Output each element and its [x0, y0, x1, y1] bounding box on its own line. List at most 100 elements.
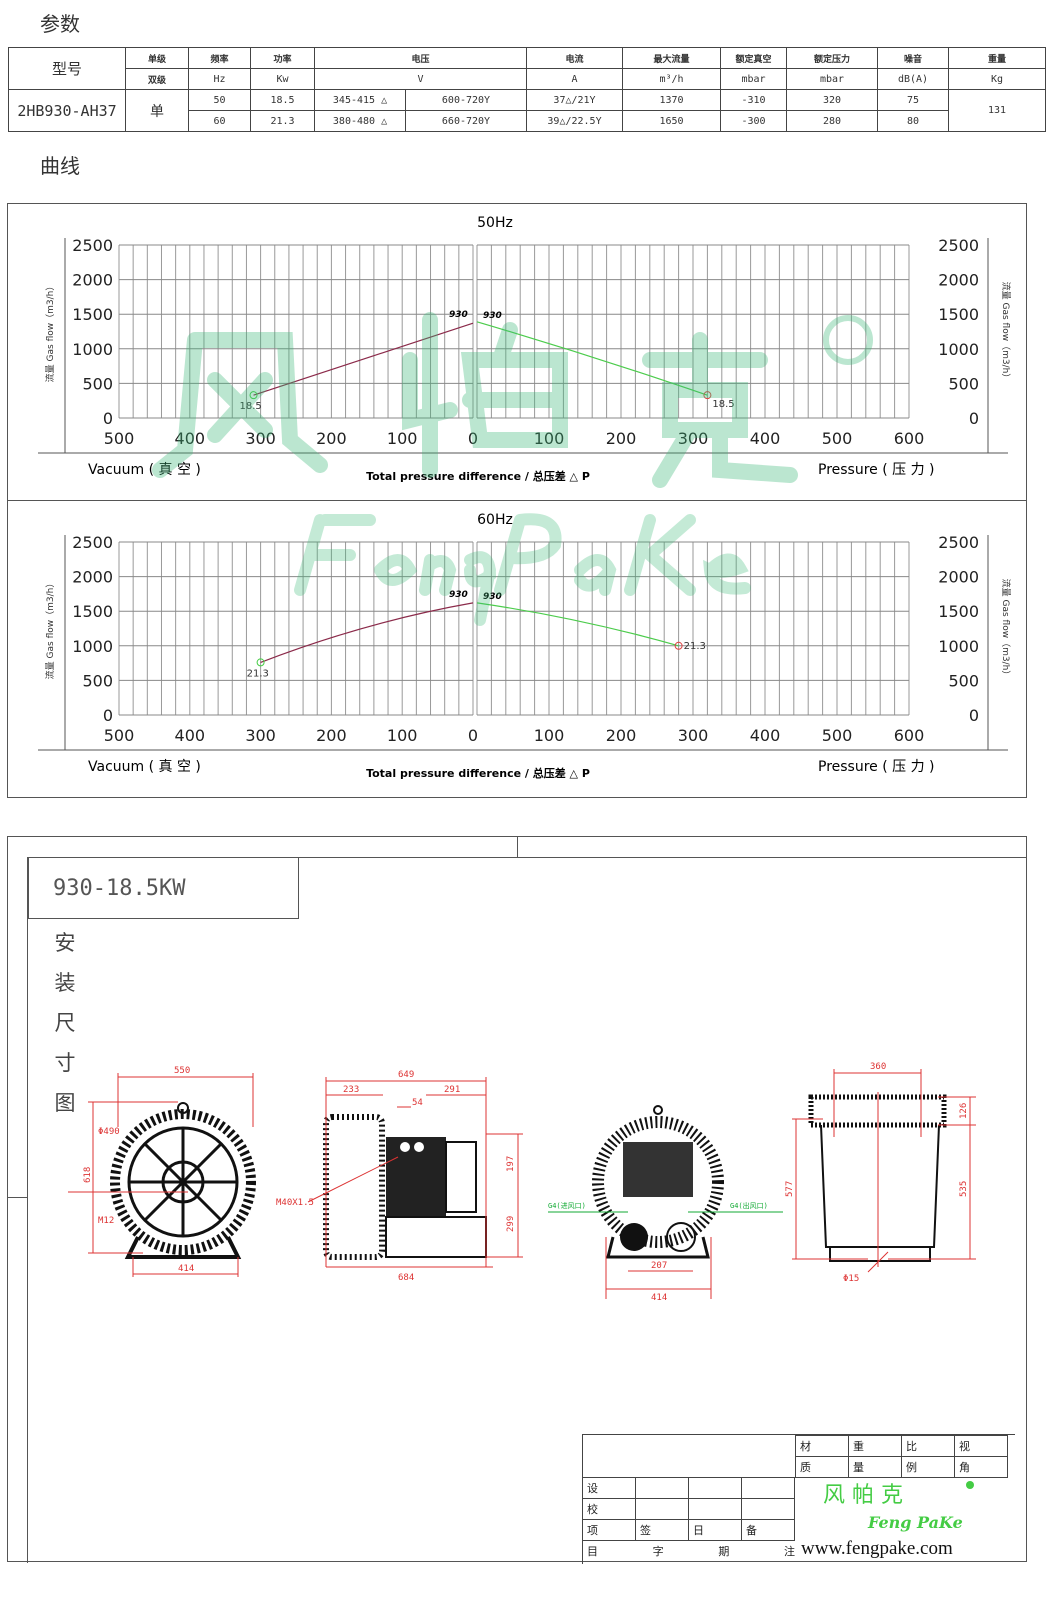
pressure-label: Pressure ( 压 力 )	[818, 759, 935, 775]
y-axis-label: 流量 Gas flow（m3/h）	[44, 579, 56, 680]
cell: -310	[720, 89, 787, 111]
curve-label: 930	[449, 310, 468, 320]
y-tick-label: 0	[103, 706, 113, 725]
pressure-label: Pressure ( 压 力 )	[818, 462, 935, 478]
cell: 18.5	[250, 89, 315, 111]
series-line-vacuum	[260, 602, 474, 663]
dim-label: 299	[506, 1216, 516, 1232]
weight-cell: 131	[948, 89, 1046, 132]
curves-heading: 曲线	[40, 154, 80, 178]
y-tick-label: 500	[82, 671, 113, 690]
y-tick-label-right: 500	[948, 374, 979, 393]
dim-label: 291	[444, 1085, 460, 1095]
x-tick-label-vacuum: 100	[387, 429, 418, 448]
table-row: 60 21.3 380-480 △ 660-720Y 39△/22.5Y 165…	[9, 110, 1046, 132]
tb-cell: 目	[587, 1545, 598, 1558]
tb-cell: 例	[901, 1456, 955, 1478]
tb-bottom-row: 目 字 期 注	[587, 1543, 799, 1559]
x-axis-label: Total pressure difference / 总压差 △ P	[366, 469, 590, 483]
point-label: 21.3	[684, 641, 706, 652]
title-block: 材重比视 质量例角 设 校 项签日备 目 字 期 注 风 帕 克 Feng Pa…	[582, 1434, 1015, 1564]
cell: 345-415 △	[314, 89, 406, 111]
header-noise: 噪音	[877, 47, 949, 69]
cell: 50	[188, 89, 251, 111]
char: 装	[54, 971, 76, 995]
installation-drawing: 930-18.5KW 安 装 尺 寸 图 550 618 Φ490 M12 41…	[7, 836, 1027, 1564]
cell: 320	[786, 89, 878, 111]
cell: 1370	[622, 89, 721, 111]
x-tick-label-vacuum: 500	[104, 726, 135, 745]
char: 安	[54, 931, 76, 955]
cell: -300	[720, 110, 787, 132]
cell: 1650	[622, 110, 721, 132]
curve-label: 930	[483, 592, 502, 602]
y-tick-label: 500	[82, 374, 113, 393]
y-tick-label-right: 1000	[938, 340, 979, 359]
front-view: 550 618 Φ490 M12 414	[68, 1066, 256, 1277]
vacuum-label: Vacuum ( 真 空 )	[88, 759, 201, 775]
x-tick-label-pressure: 400	[750, 726, 781, 745]
cell: 21.3	[250, 110, 315, 132]
logo-cn: 风 帕 克	[823, 1483, 903, 1508]
rear-view: G4(进风口) G4(出风口) 207 414	[548, 1105, 783, 1303]
vacuum-label: Vacuum ( 真 空 )	[88, 462, 201, 478]
unit-cell: Kw	[250, 68, 315, 90]
dim-label: 649	[398, 1070, 414, 1080]
header-model: 型号	[8, 47, 126, 90]
dim-label: 414	[178, 1264, 194, 1274]
y-axis-label-right: 流量 Gas flow（m3/h）	[1000, 282, 1012, 383]
y-tick-label-right: 2000	[938, 568, 979, 587]
x-tick-label-vacuum: 200	[316, 726, 347, 745]
cell: 39△/22.5Y	[526, 110, 623, 132]
series-line-pressure	[476, 321, 708, 396]
cell: 660-720Y	[405, 110, 527, 132]
x-tick-label-pressure: 600	[894, 429, 925, 448]
unit-cell: m³/h	[622, 68, 721, 90]
dim-label: M12	[98, 1216, 114, 1226]
logo-registered-dot	[966, 1481, 974, 1489]
y-tick-label-right: 2500	[938, 236, 979, 255]
unit-cell: 双级	[125, 68, 189, 90]
cell: 380-480 △	[314, 110, 406, 132]
y-tick-label-right: 500	[948, 671, 979, 690]
point-label: 21.3	[247, 668, 269, 679]
header-current: 电流	[526, 47, 623, 69]
dim-label: 360	[870, 1062, 886, 1072]
header-max-flow: 最大流量	[622, 47, 721, 69]
cell: 600-720Y	[405, 89, 527, 111]
y-tick-label-right: 1500	[938, 305, 979, 324]
cell: 37△/21Y	[526, 89, 623, 111]
y-tick-label-right: 1500	[938, 602, 979, 621]
unit-cell: A	[526, 68, 623, 90]
spec-table: 型号 单级 频率 功率 电压 电流 最大流量 额定真空 额定压力 噪音 重量 双…	[8, 47, 1046, 132]
data-point	[674, 641, 683, 650]
y-tick-label-right: 0	[969, 409, 979, 428]
model-cell: 2HB930-AH37	[8, 89, 126, 132]
dimension-drawings: 550 618 Φ490 M12 414 649 233 54 291 197 …	[68, 1062, 976, 1303]
x-axis-label: Total pressure difference / 总压差 △ P	[366, 766, 590, 780]
y-axis-label-right: 流量 Gas flow（m3/h）	[1000, 579, 1012, 680]
y-tick-label: 1000	[72, 637, 113, 656]
dim-label: 54	[412, 1098, 423, 1108]
website-url[interactable]: www.fengpake.com	[801, 1538, 953, 1559]
top-view: 360 126 577 535 Φ15	[785, 1062, 976, 1284]
x-tick-label-vacuum: 200	[316, 429, 347, 448]
dim-label: 535	[959, 1181, 969, 1197]
tb-cell: 项	[582, 1519, 636, 1541]
tb-cell: 重	[848, 1435, 902, 1457]
x-tick-label-vacuum: 300	[245, 726, 276, 745]
dim-label: 126	[959, 1103, 969, 1119]
series-line-pressure	[476, 602, 679, 647]
header-voltage: 电压	[314, 47, 527, 69]
y-tick-label: 1500	[72, 305, 113, 324]
x-tick-label-vacuum: 400	[175, 429, 206, 448]
unit-cell: mbar	[720, 68, 787, 90]
drawing-title: 930-18.5KW	[28, 857, 299, 919]
x-tick-label-pressure: 600	[894, 726, 925, 745]
unit-cell: Hz	[188, 68, 251, 90]
title-block-sign: 设 校 项签日备	[582, 1477, 795, 1541]
chart-title: 60Hz	[477, 512, 513, 528]
y-axis-label: 流量 Gas flow（m3/h）	[44, 282, 56, 383]
tb-cell: 期	[718, 1545, 730, 1558]
header-power: 功率	[250, 47, 315, 69]
